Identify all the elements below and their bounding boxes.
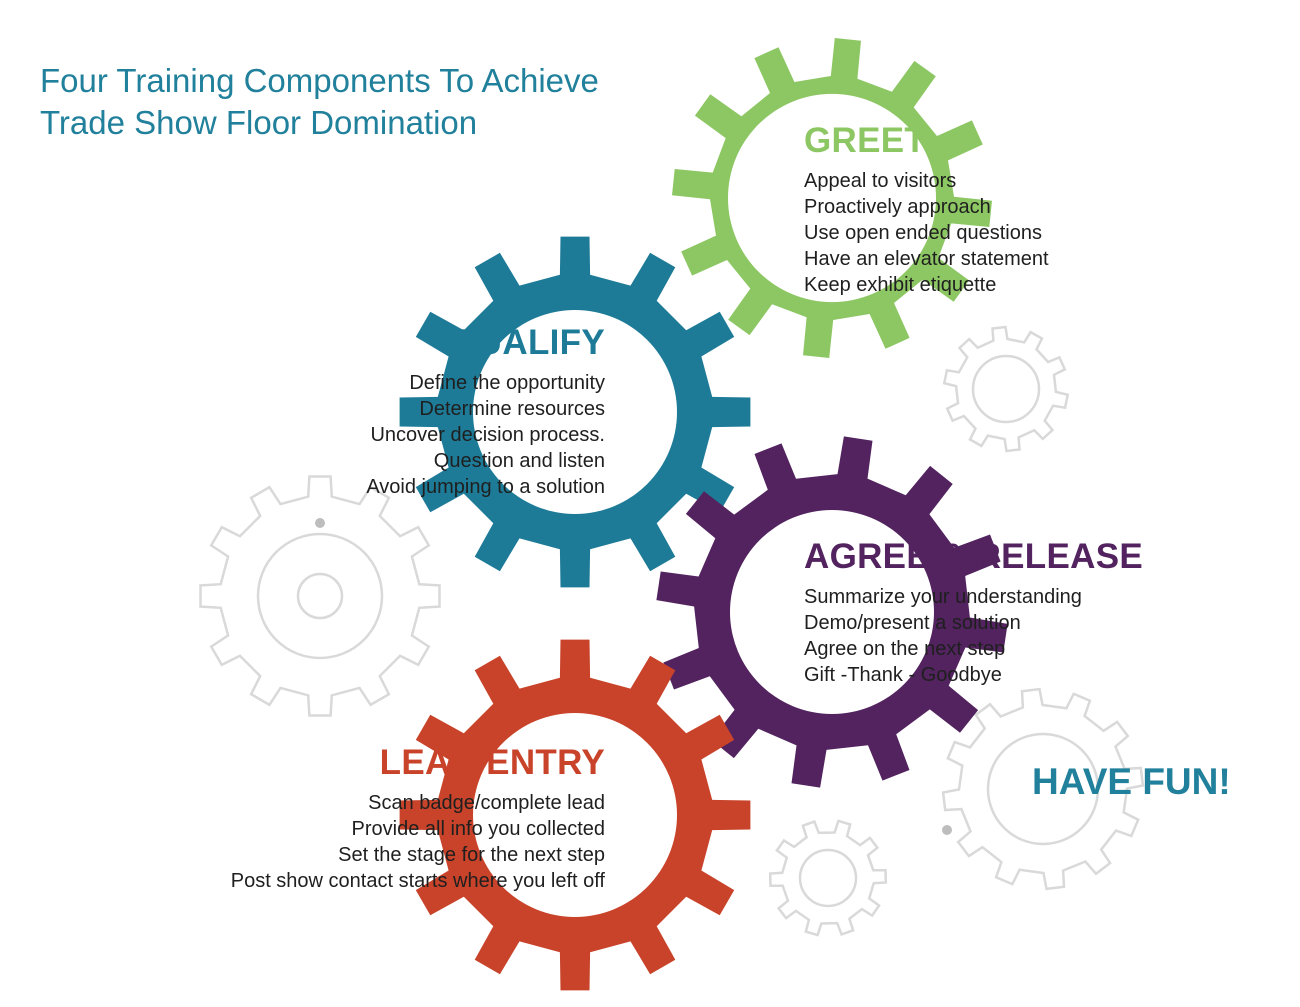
- greet-list: Appeal to visitors Proactively approach …: [804, 168, 1049, 298]
- qualify-item: Define the opportunity: [409, 372, 605, 394]
- lead-gear-icon: [399, 639, 751, 991]
- agree-release-list: Summarize your understanding Demo/presen…: [804, 584, 1143, 688]
- qualify-item: Determine resources: [419, 398, 605, 420]
- agree-gear-icon: [656, 436, 1008, 788]
- greet-heading: GREET: [804, 121, 927, 160]
- lead-entry-section: LEAD ENTRY Scan badge/complete lead Prov…: [231, 742, 605, 894]
- agree-release-item: Gift -Thank - Goodbye: [804, 664, 1002, 686]
- outline-gear-ring: [798, 848, 858, 908]
- outline-gear-dot: [315, 518, 325, 528]
- agree-release-section: AGREE & RELEASE Summarize your understan…: [804, 536, 1143, 688]
- agree-release-heading: AGREE & RELEASE: [804, 537, 1143, 576]
- outline-gear-icon: [942, 325, 1070, 453]
- lead-entry-item: Set the stage for the next step: [338, 844, 605, 866]
- outline-gear-hub: [296, 572, 344, 620]
- outline-gear-ring: [256, 532, 384, 660]
- agree-release-item: Demo/present a solution: [804, 612, 1021, 634]
- page-title: Four Training Components To Achieve Trad…: [40, 60, 599, 144]
- outline-gear-ring: [986, 732, 1100, 846]
- outline-gear-icon: [199, 475, 441, 717]
- qualify-item: Avoid jumping to a solution: [366, 476, 605, 498]
- outline-gear-dot: [942, 825, 952, 835]
- greet-item: Keep exhibit etiquette: [804, 274, 997, 296]
- greet-gear-icon: [672, 38, 992, 358]
- qualify-gear-icon: [399, 236, 751, 588]
- outline-gear-icon: [768, 819, 888, 937]
- qualify-list: Define the opportunity Determine resourc…: [366, 370, 605, 500]
- qualify-section: QUALIFY Define the opportunity Determine…: [366, 322, 605, 500]
- agree-release-item: Summarize your understanding: [804, 586, 1082, 608]
- lead-entry-list: Scan badge/complete lead Provide all inf…: [231, 790, 605, 894]
- title-line-1: Four Training Components To Achieve: [40, 62, 599, 99]
- greet-item: Proactively approach: [804, 196, 991, 218]
- lead-entry-item: Post show contact starts where you left …: [230, 870, 605, 892]
- qualify-item: Question and listen: [433, 450, 605, 472]
- outline-gear-icon: [941, 687, 1145, 891]
- agree-release-item: Agree on the next step: [804, 638, 1006, 660]
- title-line-2: Trade Show Floor Domination: [40, 104, 478, 141]
- qualify-item: Uncover decision process.: [370, 424, 605, 446]
- have-fun-text: HAVE FUN!: [1032, 761, 1231, 802]
- lead-entry-item: Scan badge/complete lead: [368, 792, 605, 814]
- greet-item: Appeal to visitors: [804, 170, 957, 192]
- lead-entry-heading: LEAD ENTRY: [379, 743, 605, 782]
- outline-gear-ring: [971, 354, 1041, 424]
- qualify-heading: QUALIFY: [449, 323, 605, 362]
- lead-entry-item: Provide all info you collected: [351, 818, 605, 840]
- greet-item: Have an elevator statement: [804, 248, 1049, 270]
- greet-section: GREET Appeal to visitors Proactively app…: [804, 120, 1049, 298]
- greet-item: Use open ended questions: [804, 222, 1042, 244]
